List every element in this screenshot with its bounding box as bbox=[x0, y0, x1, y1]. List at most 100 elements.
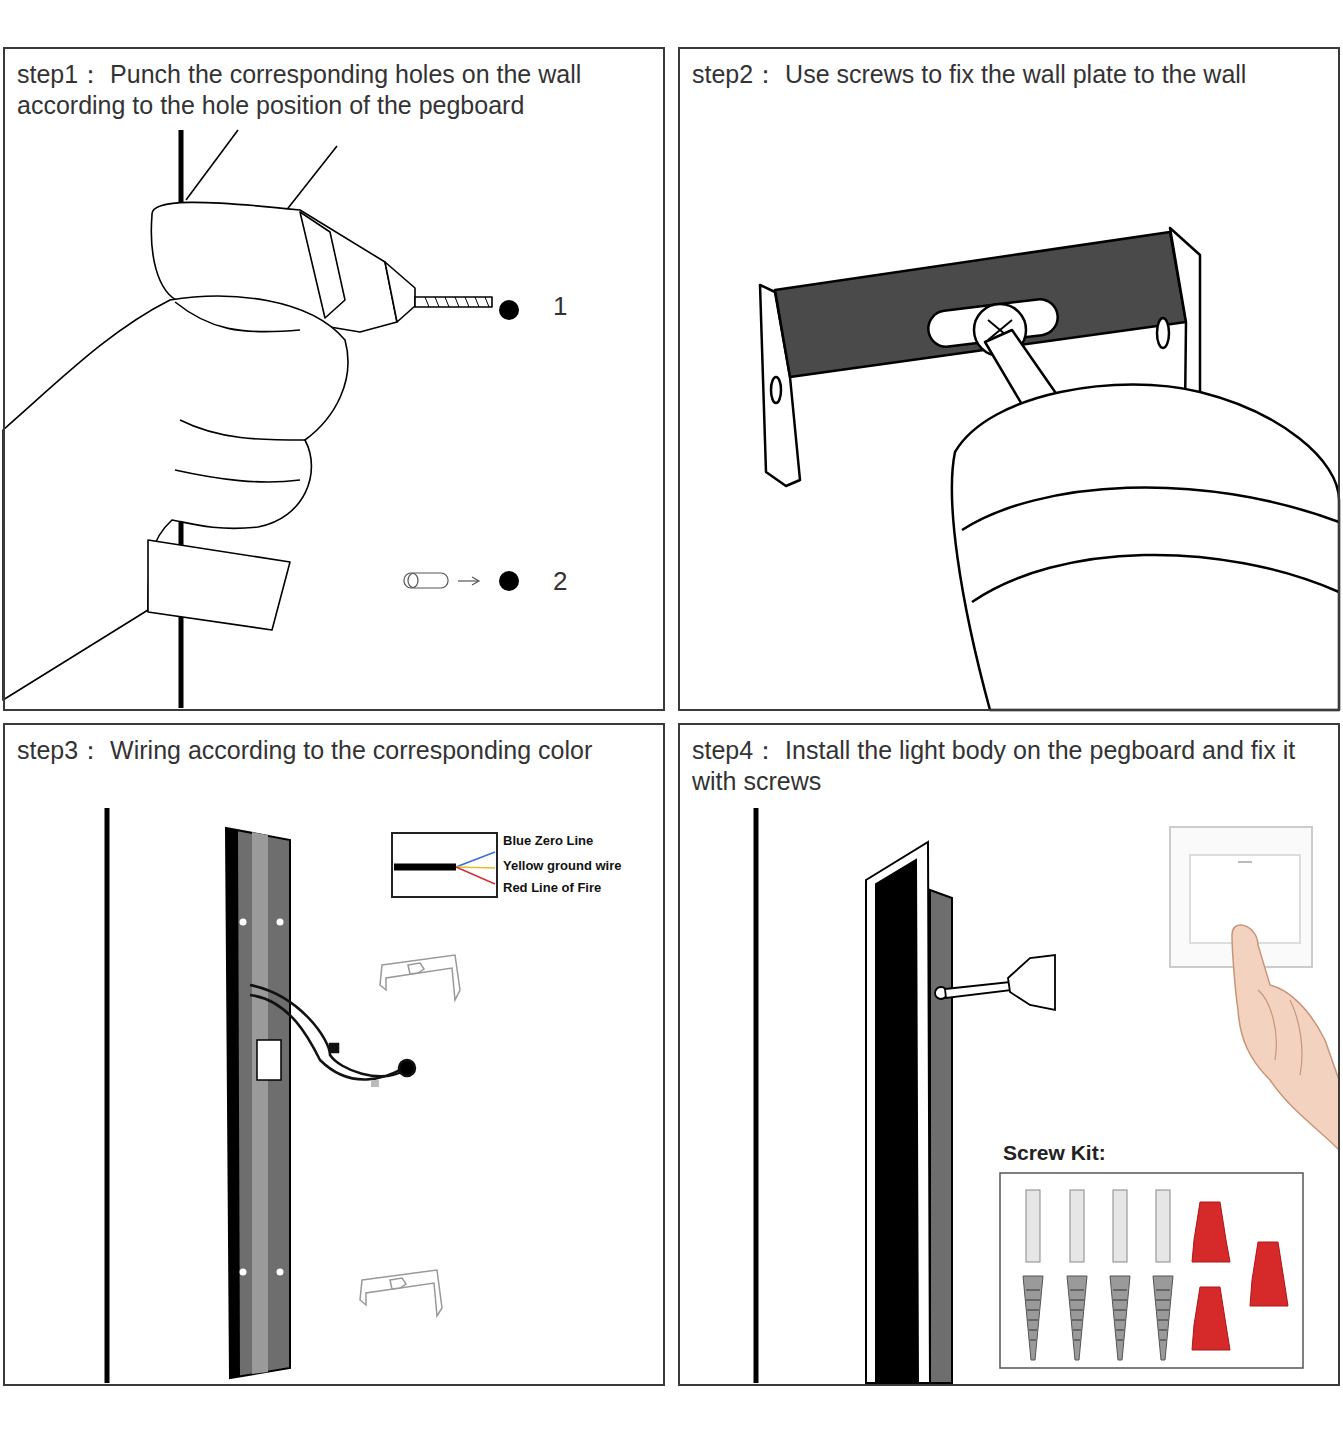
wall-anchor-arrow bbox=[404, 573, 448, 588]
hand-drill bbox=[300, 212, 345, 318]
hand-drill bbox=[3, 130, 492, 700]
wire-color-key bbox=[456, 867, 495, 868]
light-body bbox=[866, 842, 930, 1383]
wall-anchors bbox=[1156, 1190, 1170, 1262]
wall-bracket bbox=[1170, 228, 1200, 412]
screw-kit-box bbox=[1000, 1173, 1303, 1368]
wall-anchors bbox=[1070, 1190, 1084, 1262]
wire-color-key bbox=[456, 867, 495, 884]
screws bbox=[1023, 1276, 1173, 1360]
screwdriver bbox=[1008, 955, 1055, 1010]
light-body bbox=[866, 842, 952, 1383]
wall-anchor-arrow bbox=[404, 573, 479, 588]
light-body bbox=[876, 860, 918, 1383]
hole-dot bbox=[499, 300, 519, 320]
hand-drill bbox=[175, 302, 305, 482]
wall-anchors bbox=[1113, 1190, 1127, 1262]
power-wires bbox=[250, 985, 405, 1076]
wall-anchor-arrow bbox=[408, 574, 418, 588]
wall-switch bbox=[1238, 861, 1252, 863]
power-wires bbox=[250, 995, 406, 1080]
light-pegboard bbox=[240, 1269, 247, 1276]
power-drill bbox=[962, 487, 1339, 530]
screws bbox=[1067, 1276, 1087, 1360]
pressing-hand bbox=[1258, 990, 1302, 1075]
screws bbox=[1023, 1276, 1043, 1360]
light-pegboard bbox=[277, 919, 284, 926]
wall-line bbox=[107, 808, 108, 1383]
step-panel: step3： Wiring according to the correspon… bbox=[3, 723, 665, 1386]
power-wires bbox=[250, 985, 415, 1087]
wall-bracket bbox=[1157, 318, 1169, 348]
hand-drill bbox=[3, 296, 348, 700]
wire-nuts bbox=[1250, 1242, 1288, 1306]
mounting-bracket bbox=[408, 963, 424, 974]
screws bbox=[1153, 1276, 1173, 1360]
hand-drill bbox=[285, 146, 337, 212]
step-heading: step1： Punch the corresponding holes on … bbox=[5, 49, 663, 122]
step-heading: step4： Install the light body on the peg… bbox=[680, 725, 1338, 798]
wall-anchor-arrow bbox=[458, 580, 478, 581]
mounting-bracket bbox=[360, 1270, 442, 1316]
hand-drill bbox=[186, 130, 238, 200]
light-pegboard bbox=[226, 828, 290, 1378]
callout-number: 2 bbox=[553, 567, 567, 596]
pressing-hand bbox=[1232, 925, 1339, 1150]
power-wires bbox=[399, 1060, 415, 1076]
wall-line bbox=[105, 808, 110, 1383]
wire-nuts bbox=[1192, 1287, 1230, 1350]
light-pegboard bbox=[240, 919, 247, 926]
hole-dot bbox=[499, 571, 519, 591]
screwdriver bbox=[935, 955, 1055, 1010]
screwdriver bbox=[945, 982, 1012, 998]
wall-anchors bbox=[1026, 1190, 1170, 1262]
hand-drill bbox=[385, 262, 415, 322]
wire-label: Red Line of Fire bbox=[503, 881, 601, 895]
power-drill bbox=[972, 555, 1339, 602]
wire-nuts bbox=[1192, 1202, 1230, 1262]
mounting-bracket bbox=[380, 955, 460, 1000]
hole-dot bbox=[499, 300, 519, 591]
callout-number: 1 bbox=[553, 292, 567, 321]
power-drill bbox=[952, 385, 1339, 711]
step-heading: step3： Wiring according to the correspon… bbox=[5, 725, 663, 766]
light-pegboard bbox=[252, 832, 268, 1374]
step-heading: step2： Use screws to fix the wall plate … bbox=[680, 49, 1338, 90]
step-panel: step1： Punch the corresponding holes on … bbox=[3, 47, 665, 711]
step-panel: step2： Use screws to fix the wall plate … bbox=[678, 47, 1340, 711]
wall-bracket bbox=[775, 232, 1186, 377]
wire-color-key bbox=[392, 833, 497, 897]
pressing-hand bbox=[1232, 925, 1339, 1150]
wall-line bbox=[756, 808, 757, 1383]
hand-drill bbox=[148, 540, 290, 630]
mounting-bracket bbox=[390, 1278, 406, 1289]
light-pegboard bbox=[226, 828, 290, 1378]
wall-bracket bbox=[771, 377, 781, 403]
power-wires bbox=[330, 1044, 338, 1052]
light-body bbox=[930, 890, 952, 1383]
mounting-bracket bbox=[360, 955, 460, 1316]
hand-drill bbox=[415, 297, 492, 307]
wall-line bbox=[754, 808, 759, 1383]
power-drill bbox=[952, 330, 1339, 710]
light-pegboard bbox=[277, 1269, 284, 1276]
light-pegboard bbox=[257, 1040, 281, 1080]
wall-anchors bbox=[1026, 1190, 1040, 1262]
screws bbox=[1110, 1276, 1130, 1360]
wire-nuts bbox=[1192, 1202, 1288, 1350]
light-pegboard bbox=[226, 828, 240, 1378]
screws bbox=[1026, 1290, 1170, 1340]
wire-label: Yellow ground wire bbox=[503, 859, 621, 873]
hand-drill bbox=[425, 297, 489, 307]
screw-kit-box bbox=[1000, 1173, 1303, 1368]
kit-heading: Screw Kit: bbox=[1003, 1141, 1106, 1164]
wall-anchor-arrow bbox=[472, 577, 479, 585]
wire-color-key bbox=[392, 833, 497, 897]
power-wires bbox=[371, 1080, 379, 1087]
wire-label: Blue Zero Line bbox=[503, 834, 593, 848]
wire-color-key bbox=[394, 864, 456, 871]
wire-color-key bbox=[456, 852, 495, 867]
step-panel: step4： Install the light body on the peg… bbox=[678, 723, 1340, 1386]
